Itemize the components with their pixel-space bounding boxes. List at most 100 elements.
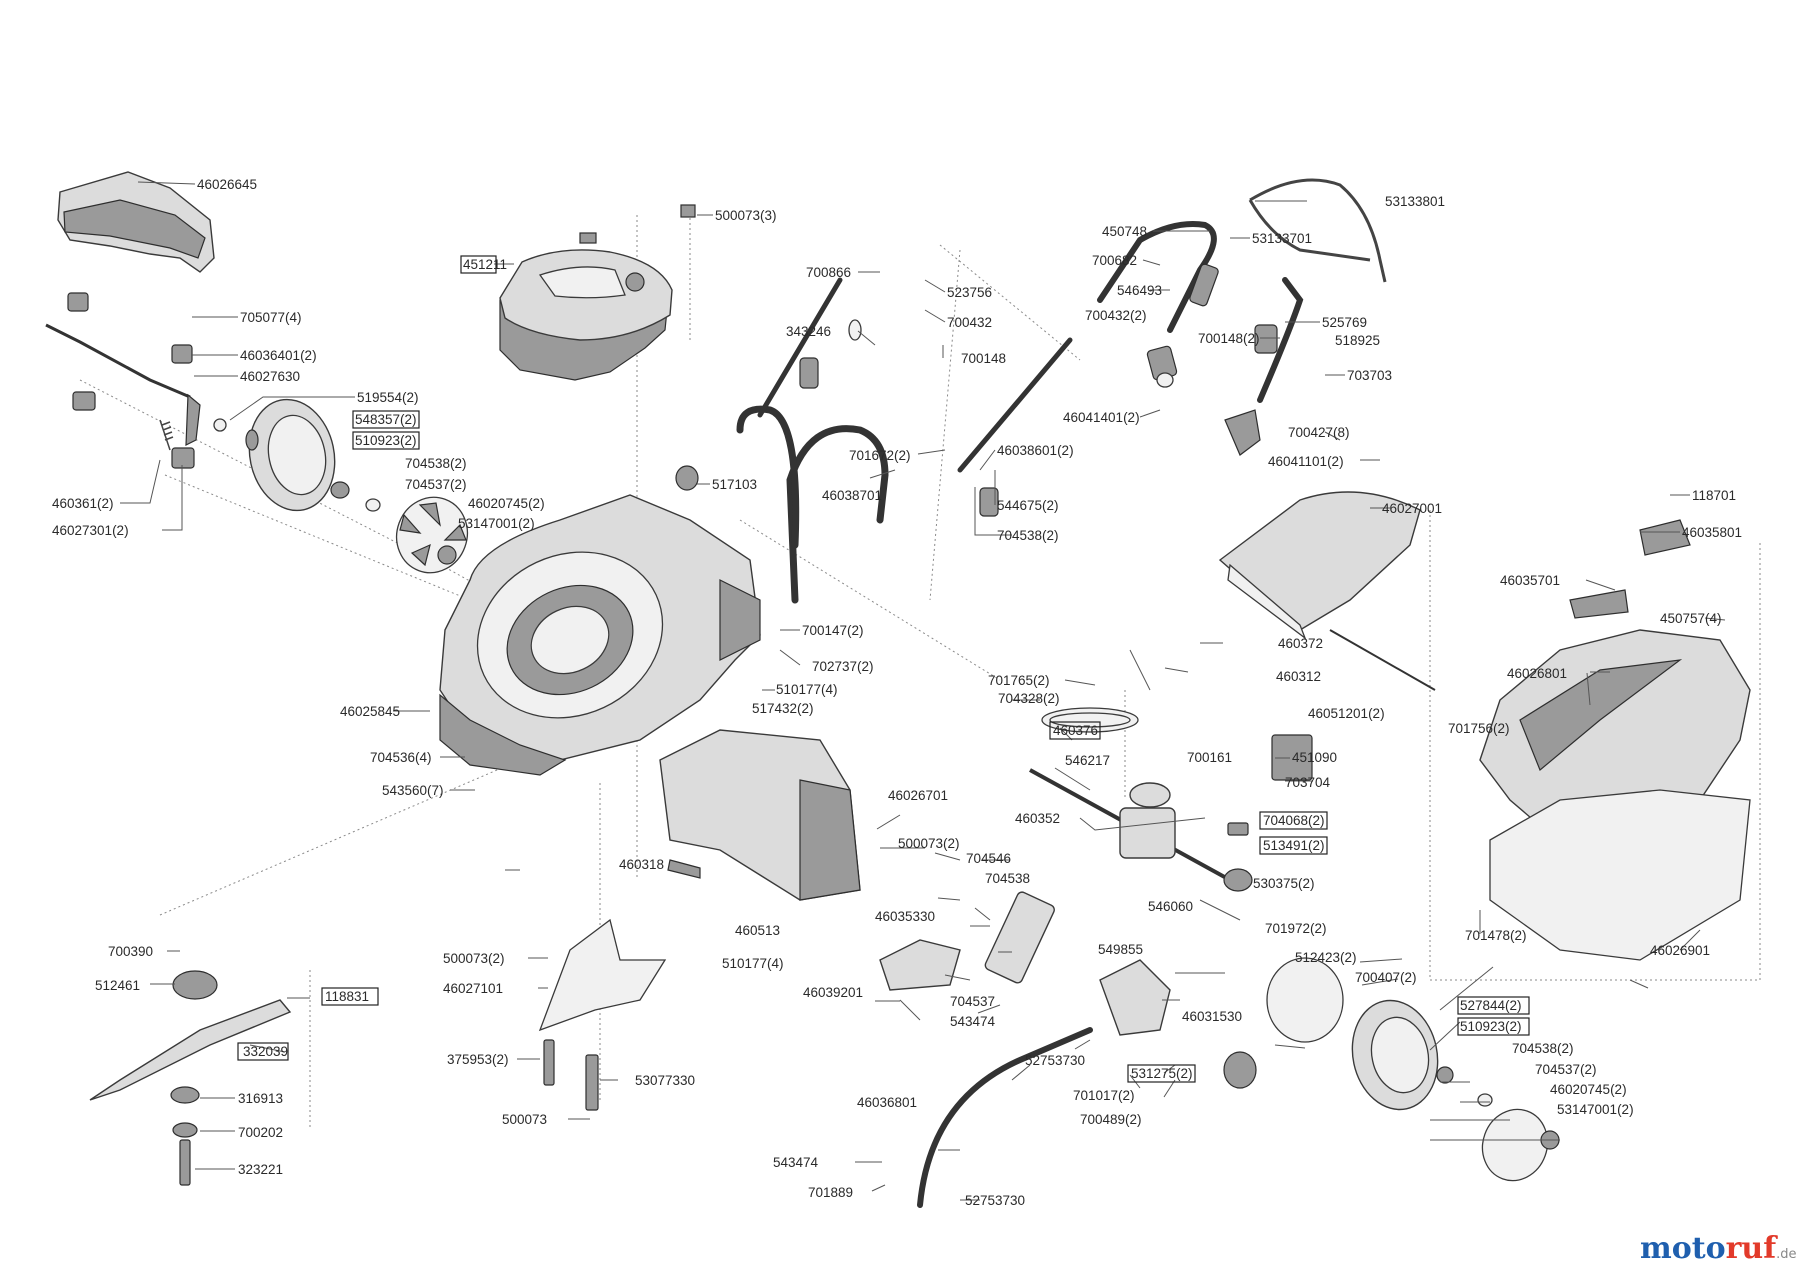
part-number-label: 701478(2) — [1465, 928, 1527, 943]
mower-deck — [439, 494, 761, 776]
part-number-label: 704537(2) — [405, 477, 467, 492]
part-number-label: 700682 — [1092, 253, 1137, 268]
logo-text-ruf: ruf — [1726, 1231, 1779, 1266]
part-number-label: 700866 — [806, 265, 851, 280]
logo-text-moto: moto — [1640, 1231, 1726, 1266]
part-number-label: 46041401(2) — [1063, 410, 1140, 425]
part-number-label: 701765(2) — [988, 673, 1050, 688]
part-number-label: 512423(2) — [1295, 950, 1357, 965]
part-number-label: 530375(2) — [1253, 876, 1315, 891]
part-number-label: 46036801 — [857, 1095, 917, 1110]
part-number-label: 46027101 — [443, 981, 503, 996]
part-number-label: 46038701 — [822, 488, 882, 503]
part-number-label: 531275(2) — [1131, 1066, 1193, 1081]
part-number-labels: 46026645 705077(4) 46036401(2) 46027630 5195… — [52, 177, 1742, 1208]
part-number-label: 701756(2) — [1448, 721, 1510, 736]
blade-assembly — [89, 970, 292, 1186]
part-number-label: 704538 — [985, 871, 1030, 886]
flap-hinge-rod — [45, 292, 227, 469]
part-number-label: 46039201 — [803, 985, 863, 1000]
part-number-label: 543474 — [950, 1014, 996, 1029]
part-number-label: 510923(2) — [1460, 1019, 1522, 1034]
part-number-label: 46026901 — [1650, 943, 1710, 958]
rear-wheel-left — [245, 398, 469, 574]
grass-bag — [1479, 519, 1751, 961]
part-number-label: 700202 — [238, 1125, 283, 1140]
part-number-label: 701672(2) — [849, 448, 911, 463]
part-number-label: 53133801 — [1385, 194, 1445, 209]
part-number-label: 512461 — [95, 978, 140, 993]
part-number-label: 543474 — [773, 1155, 819, 1170]
part-number-label: 543560(7) — [382, 783, 444, 798]
engine — [499, 232, 673, 381]
rear-chute — [659, 729, 861, 901]
part-number-label: 46027630 — [240, 369, 300, 384]
part-number-label: 704546 — [966, 851, 1011, 866]
part-number-label: 46027001 — [1382, 501, 1442, 516]
part-number-label: 46027301(2) — [52, 523, 129, 538]
part-number-label: 519554(2) — [357, 390, 419, 405]
drive-gearbox — [1029, 707, 1313, 892]
part-number-label: 527844(2) — [1460, 998, 1522, 1013]
part-number-label: 702737(2) — [812, 659, 874, 674]
part-number-label: 46035701 — [1500, 573, 1560, 588]
part-number-label: 510177(4) — [776, 682, 838, 697]
part-number-label: 46035330 — [875, 909, 935, 924]
part-number-label: 46026645 — [197, 177, 257, 192]
part-number-label: 460361(2) — [52, 496, 114, 511]
part-number-label: 451090 — [1292, 750, 1337, 765]
part-number-label: 53147001(2) — [1557, 1102, 1634, 1117]
boxed-part-frames — [237, 255, 1530, 1083]
part-number-label: 375953(2) — [447, 1052, 509, 1067]
part-number-label: 700148 — [961, 351, 1006, 366]
engine-nut — [680, 204, 696, 218]
part-number-label: 500073(3) — [715, 208, 777, 223]
part-number-label: 316913 — [238, 1091, 283, 1106]
part-number-label: 46020745(2) — [1550, 1082, 1627, 1097]
part-number-label: 46031530 — [1182, 1009, 1242, 1024]
rear-flap-cover — [57, 171, 215, 273]
part-number-label: 46041101(2) — [1268, 454, 1344, 469]
part-number-label: 700489(2) — [1080, 1112, 1142, 1127]
part-number-label: 46036401(2) — [240, 348, 317, 363]
part-number-label: 546217 — [1065, 753, 1110, 768]
part-number-label: 548357(2) — [355, 412, 417, 427]
part-number-label: 546493 — [1117, 283, 1162, 298]
part-number-label: 700147(2) — [802, 623, 864, 638]
part-number-label: 500073 — [502, 1112, 547, 1127]
part-number-label: 451211 — [463, 257, 507, 272]
part-number-label: 700432 — [947, 315, 992, 330]
part-number-label: 450748 — [1102, 224, 1147, 239]
part-number-label: 523756 — [947, 285, 992, 300]
drive-linkage — [879, 891, 1257, 1208]
leader-lines — [120, 181, 1726, 1201]
part-number-label: 500073(2) — [898, 836, 960, 851]
part-number-label: 546060 — [1148, 899, 1193, 914]
part-number-label: 460318 — [619, 857, 664, 872]
rear-wheel-right — [1266, 957, 1560, 1182]
part-number-label: 323221 — [238, 1162, 283, 1177]
part-number-label: 549855 — [1098, 942, 1143, 957]
part-number-label: 700427(8) — [1288, 425, 1350, 440]
part-number-label: 517432(2) — [752, 701, 814, 716]
part-number-label: 705077(4) — [240, 310, 302, 325]
part-number-label: 525769 — [1322, 315, 1367, 330]
part-number-label: 701017(2) — [1073, 1088, 1135, 1103]
svg-text:motoruf.de: motoruf.de — [1640, 1231, 1797, 1266]
motoruf-logo: motoruf.de — [1640, 1231, 1797, 1266]
part-number-label: 46051201(2) — [1308, 706, 1385, 721]
part-number-label: 46026801 — [1507, 666, 1567, 681]
part-number-label: 332039 — [243, 1044, 288, 1059]
part-number-label: 46038601(2) — [997, 443, 1074, 458]
bag-lid — [1218, 491, 1436, 691]
part-number-label: 517103 — [712, 477, 757, 492]
part-number-label: 460513 — [735, 923, 780, 938]
part-number-label: 46035801 — [1682, 525, 1742, 540]
part-number-label: 343246 — [786, 324, 831, 339]
part-number-label: 460312 — [1276, 669, 1321, 684]
part-number-label: 701972(2) — [1265, 921, 1327, 936]
part-number-label: 52753730 — [1025, 1053, 1085, 1068]
part-number-label: 53147001(2) — [458, 516, 535, 531]
